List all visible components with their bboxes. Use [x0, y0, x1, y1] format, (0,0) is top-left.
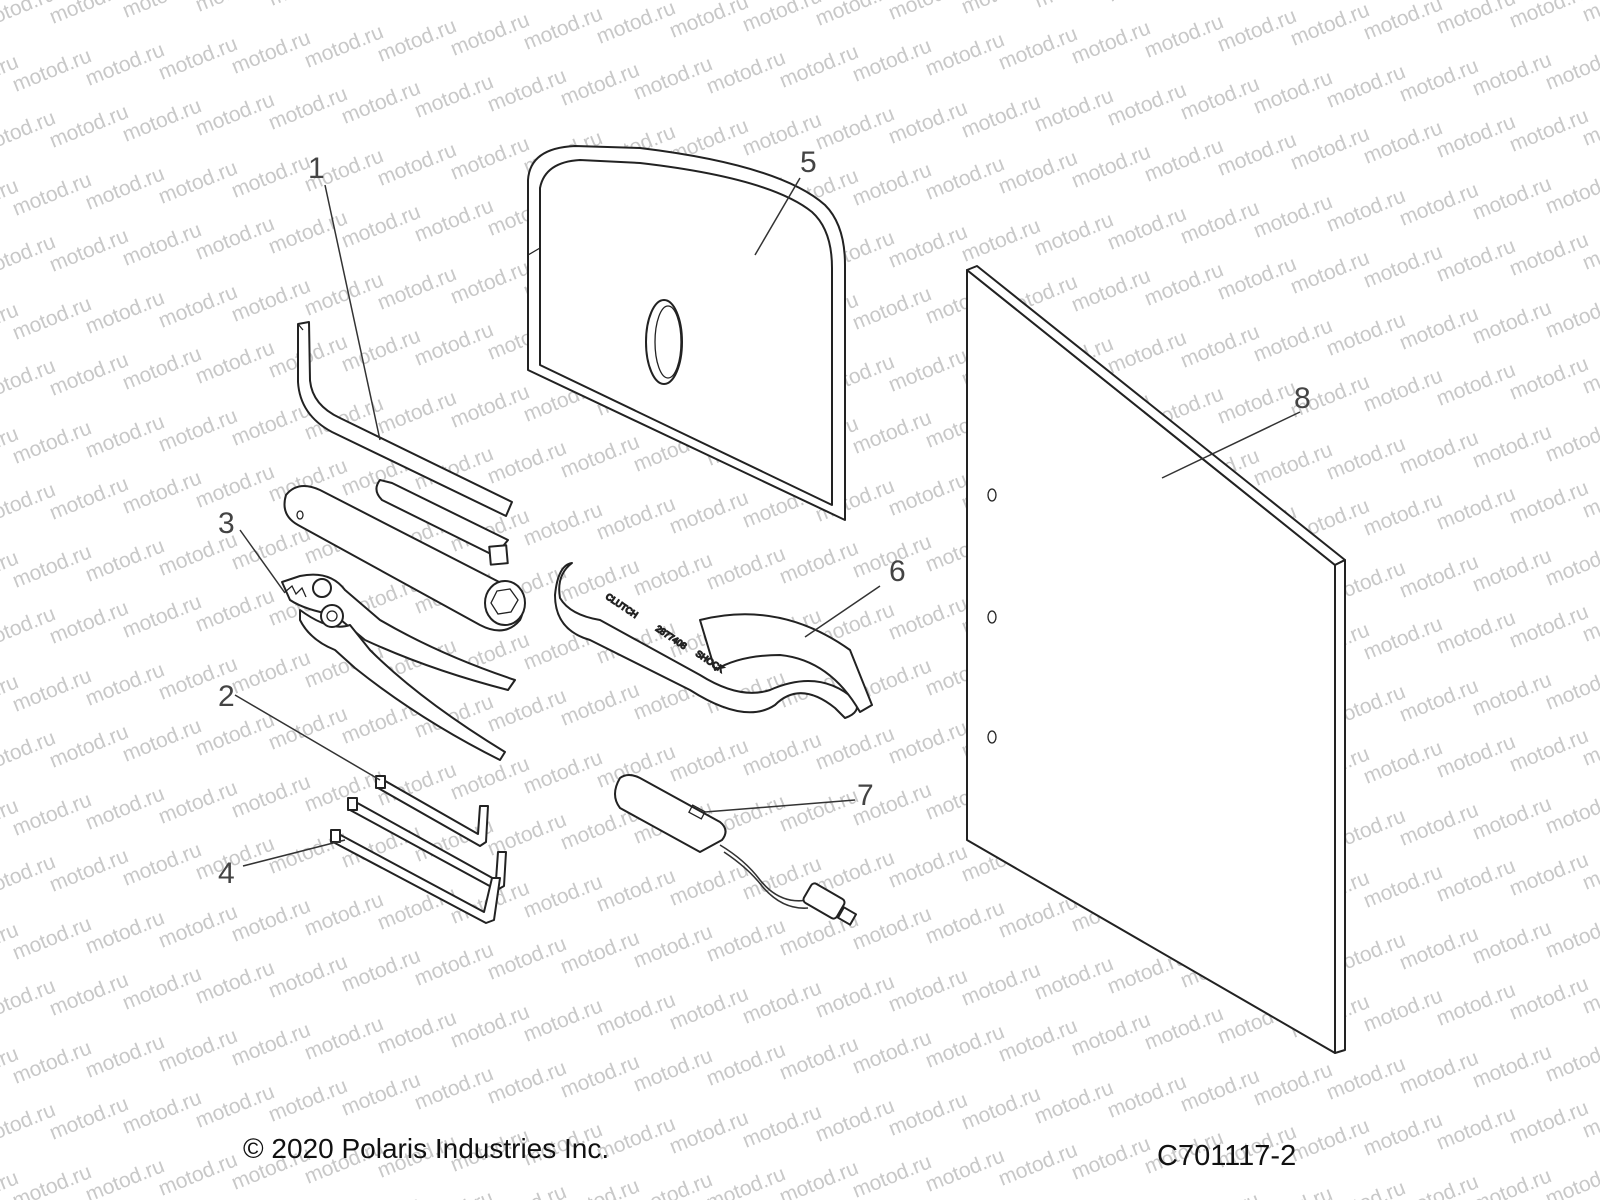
hex-keys — [330, 775, 507, 924]
watermark-text: motod.ru — [1104, 0, 1189, 7]
hex-wrench — [297, 321, 513, 517]
watermark-text: motod.ru — [593, 0, 678, 49]
callout-8: 8 — [1294, 382, 1311, 415]
leader-lines — [234, 177, 1301, 867]
power-adapter — [614, 774, 858, 926]
watermark-text: motod.ru — [46, 0, 131, 29]
watermark-text: motod.ru — [82, 1154, 167, 1200]
callout-3: 3 — [218, 507, 235, 540]
watermark-text: motod.ru — [265, 0, 350, 11]
watermark-text: motod.ru — [776, 1156, 861, 1200]
callout-1: 1 — [308, 152, 325, 185]
watermark-text: motod.ru — [557, 1174, 642, 1200]
callout-5: 5 — [800, 146, 817, 179]
watermark-text: motod.ru — [958, 0, 1043, 19]
watermark-text: motod.ru — [119, 0, 204, 23]
manual-panel — [966, 265, 1346, 1054]
watermark-text: motod.ru — [703, 1162, 788, 1200]
watermark-text: motod.ru — [1177, 0, 1262, 1]
watermark-text: motod.ru — [739, 0, 824, 37]
watermark-text: motod.ru — [1469, 1164, 1554, 1200]
pliers — [281, 573, 516, 761]
spark-plug-socket — [283, 479, 526, 632]
watermark-text: motod.ru — [192, 0, 277, 17]
watermark-text: motod.ru — [1433, 0, 1518, 39]
watermark-text: motod.ru — [9, 1160, 94, 1200]
watermark-text: motod.ru — [484, 1180, 569, 1200]
tool-bag — [527, 145, 846, 521]
spanner-engraving: CLUTCH — [604, 591, 640, 620]
copyright-notice: © 2020 Polaris Industries Inc. — [243, 1133, 610, 1164]
watermark-text: motod.ru — [885, 0, 970, 25]
callout-6: 6 — [889, 555, 906, 588]
watermark-text: motod.ru — [1323, 1176, 1408, 1200]
callout-2: 2 — [218, 680, 235, 713]
watermark-text: motod.ru — [630, 1168, 715, 1200]
watermark-text: motod.ru — [338, 0, 423, 5]
watermark-text: motod.ru — [1579, 0, 1600, 27]
drawing-code: C701117-2 — [1157, 1140, 1297, 1172]
watermark-text: motod.ru — [1031, 0, 1116, 13]
callout-4: 4 — [218, 857, 235, 890]
watermark-text: motod.ru — [1287, 0, 1372, 51]
callout-7: 7 — [857, 779, 874, 812]
watermark-text: motod.ru — [411, 1186, 496, 1200]
watermark-text: motod.ru — [1250, 1182, 1335, 1200]
watermark-text: motod.ru — [666, 0, 751, 43]
watermark-text: motod.ru — [1360, 0, 1445, 45]
watermark-text: motod.ru — [338, 1192, 423, 1200]
watermark-text: motod.ru — [1177, 1188, 1262, 1200]
